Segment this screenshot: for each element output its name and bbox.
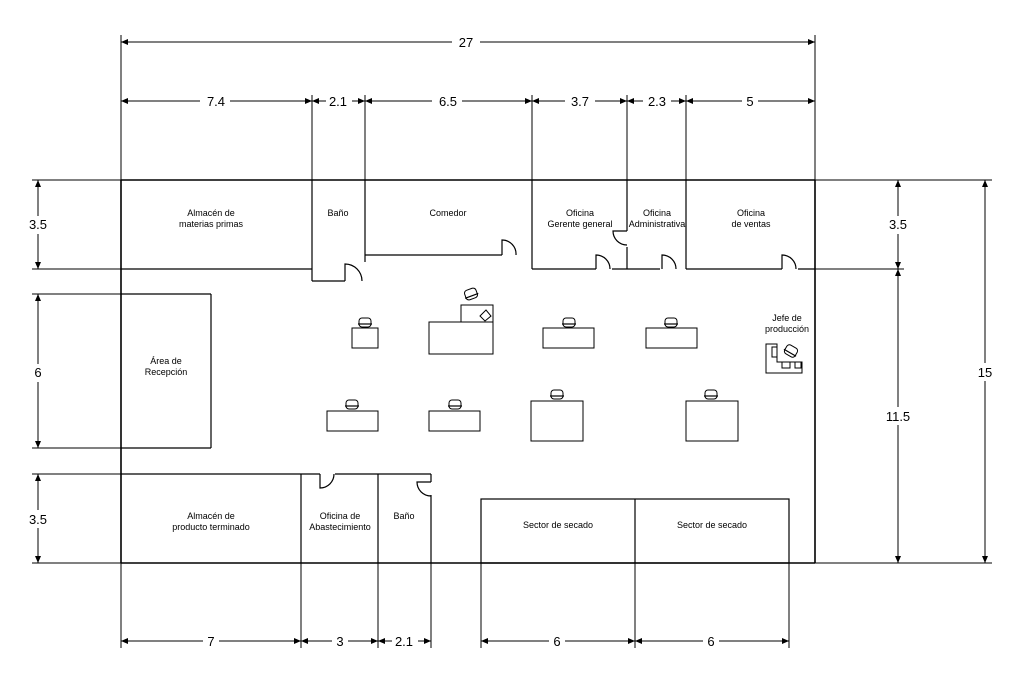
door-bano-bottom — [416, 481, 432, 497]
label-gerente-2: Gerente general — [547, 219, 612, 229]
dim-bottom-4: 6 — [553, 634, 560, 649]
desk — [542, 327, 595, 349]
dim-right-2: 11.5 — [886, 409, 910, 424]
label-recepcion-2: Recepción — [145, 367, 188, 377]
label-admin-1: Oficina — [643, 208, 671, 218]
monitor-icon — [794, 361, 802, 369]
label-almacen-mp-2: materias primas — [179, 219, 244, 229]
label-ventas-2: de ventas — [731, 219, 771, 229]
chair-icon — [358, 317, 372, 328]
label-ventas-1: Oficina — [737, 208, 765, 218]
door-admin-1 — [612, 230, 628, 246]
dim-bottom-2: 3 — [336, 634, 343, 649]
room-labels: Almacén de materias primas Baño Comedor … — [145, 208, 809, 532]
dim-bottom-1: 7 — [207, 634, 214, 649]
chair-icon — [550, 389, 564, 400]
chair-icon — [664, 317, 678, 328]
dim-bottom-5: 6 — [707, 634, 714, 649]
label-comedor: Comedor — [429, 208, 466, 218]
dim-left-3: 3.5 — [29, 512, 47, 527]
dim-top-4: 3.7 — [571, 94, 589, 109]
desk — [428, 410, 481, 432]
chair-icon — [345, 399, 359, 410]
label-almacen-pt-1: Almacén de — [187, 511, 235, 521]
label-recepcion-1: Área de — [150, 356, 182, 366]
dimension-lines — [32, 35, 992, 648]
door-ventas — [781, 254, 797, 270]
dim-bottom-3: 2.1 — [395, 634, 413, 649]
walls — [120, 179, 816, 564]
label-abast-1: Oficina de — [320, 511, 361, 521]
furniture — [326, 287, 803, 442]
manager-desk — [428, 321, 494, 355]
dim-top-2: 2.1 — [329, 94, 347, 109]
label-secado-1: Sector de secado — [523, 520, 593, 530]
dim-right-total: 15 — [978, 365, 992, 380]
desk — [645, 327, 698, 349]
label-gerente-1: Oficina — [566, 208, 594, 218]
dim-left-1: 3.5 — [29, 217, 47, 232]
label-bano-top: Baño — [327, 208, 348, 218]
label-secado-2: Sector de secado — [677, 520, 747, 530]
desk — [685, 400, 739, 442]
dim-top-3: 6.5 — [439, 94, 457, 109]
desk — [530, 400, 584, 442]
label-almacen-pt-2: producto terminado — [172, 522, 250, 532]
label-admin-2: Administrativa — [629, 219, 686, 229]
dim-top-5: 2.3 — [648, 94, 666, 109]
dim-top-1: 7.4 — [207, 94, 225, 109]
dimension-labels: 27 7.4 2.1 6.5 3.7 2.3 5 7 3 2.1 6 6 3.5… — [24, 34, 996, 649]
desk — [351, 327, 379, 349]
label-abast-2: Abastecimiento — [309, 522, 371, 532]
chair-icon — [448, 399, 462, 410]
desk — [326, 410, 379, 432]
door-admin-2 — [661, 254, 677, 270]
label-jefe-2: producción — [765, 324, 809, 334]
door-abast — [319, 473, 335, 489]
doors — [319, 230, 797, 497]
door-gerente — [595, 254, 611, 270]
label-almacen-mp-1: Almacén de — [187, 208, 235, 218]
door-bano-top — [344, 263, 363, 282]
dim-top-6: 5 — [746, 94, 753, 109]
dim-right-1: 3.5 — [889, 217, 907, 232]
chair-icon — [463, 287, 479, 301]
monitor-icon — [479, 309, 492, 322]
chair-icon — [562, 317, 576, 328]
chair-icon — [783, 344, 799, 358]
dim-total-width: 27 — [459, 35, 473, 50]
label-jefe-1: Jefe de — [772, 313, 802, 323]
chair-icon — [704, 389, 718, 400]
door-comedor — [501, 239, 517, 256]
label-bano-bottom: Baño — [393, 511, 414, 521]
dim-left-2: 6 — [34, 365, 41, 380]
